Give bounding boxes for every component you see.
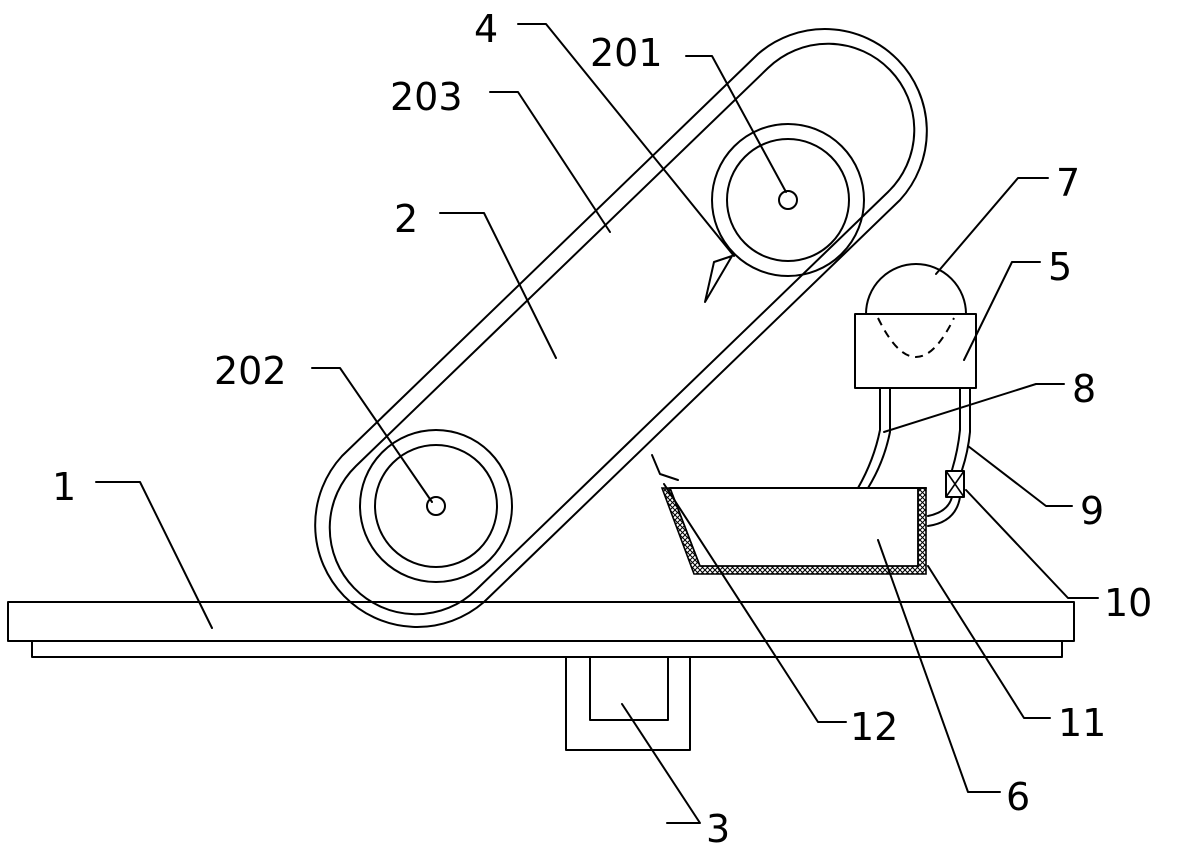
label-203: 203	[390, 75, 463, 119]
label-202: 202	[214, 349, 287, 393]
scraper-blade	[705, 256, 732, 302]
label-5: 5	[1048, 245, 1072, 289]
label-1: 1	[52, 465, 76, 509]
cup-housing	[855, 264, 976, 388]
bottom-pulley	[360, 430, 512, 582]
support-block	[566, 657, 690, 750]
top-pulley	[712, 124, 864, 276]
pipe-9	[952, 388, 970, 470]
label-10: 10	[1104, 581, 1152, 625]
base-plate	[8, 602, 1074, 657]
pipe-8	[858, 388, 890, 488]
label-9: 9	[1080, 489, 1104, 533]
label-11: 11	[1058, 701, 1106, 745]
label-12: 12	[850, 705, 898, 749]
part-labels: 1 2 3 4 5 6 7 8 9 10 11 12 201 202 203	[52, 7, 1152, 851]
lower-scraper	[652, 455, 678, 480]
label-201: 201	[590, 31, 663, 75]
valve	[928, 471, 964, 526]
label-6: 6	[1006, 775, 1030, 819]
label-2: 2	[394, 197, 418, 241]
label-4: 4	[474, 7, 498, 51]
label-7: 7	[1056, 161, 1080, 205]
label-3: 3	[706, 807, 730, 851]
label-8: 8	[1072, 367, 1096, 411]
leader-lines	[96, 24, 1098, 823]
